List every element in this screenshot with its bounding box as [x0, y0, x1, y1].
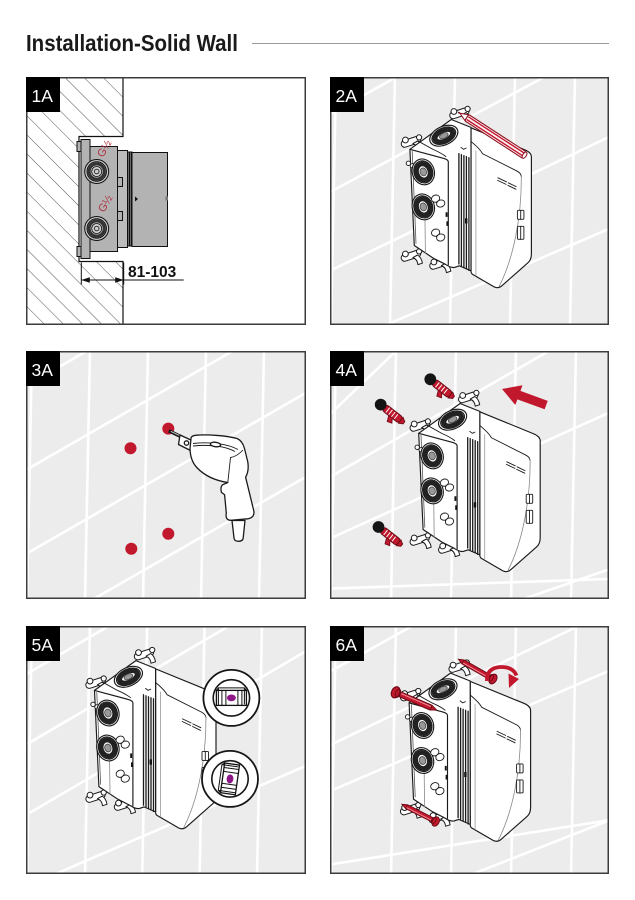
svg-text:81-103: 81-103: [128, 264, 177, 281]
